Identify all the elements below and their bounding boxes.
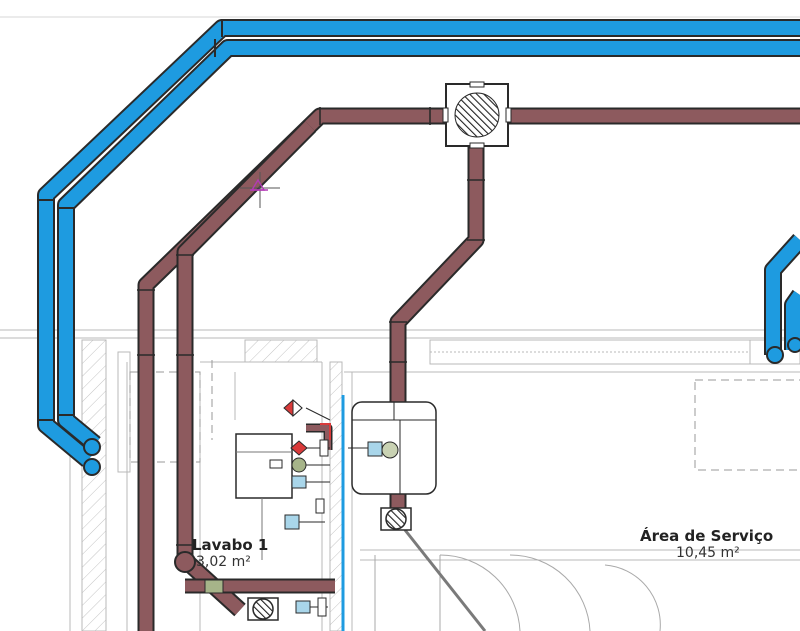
floor-drain-service[interactable] bbox=[380, 507, 412, 531]
floor-drain-icon bbox=[252, 598, 274, 620]
room-label-servico: Área de Serviço 10,45 m² bbox=[640, 527, 790, 561]
inspection-box[interactable] bbox=[442, 81, 512, 149]
drain-grate-icon bbox=[454, 92, 500, 138]
valve-icon bbox=[291, 457, 307, 473]
floor-drain-lavabo[interactable] bbox=[247, 597, 279, 621]
drain-fitting-lavabo[interactable] bbox=[174, 551, 224, 594]
cabinet-outlines bbox=[129, 360, 800, 471]
washing-tank-fixture[interactable] bbox=[348, 401, 437, 495]
guide-line bbox=[403, 529, 487, 631]
room-label-lavabo: Lavabo 1 3,02 m² bbox=[192, 536, 268, 570]
valve-group[interactable] bbox=[269, 398, 331, 617]
door-swings bbox=[374, 554, 661, 631]
floor-drain-icon bbox=[385, 508, 407, 530]
valve-icon bbox=[292, 398, 303, 418]
water-pipes bbox=[37, 19, 800, 631]
room-name-servico: Área de Serviço bbox=[640, 527, 774, 545]
hot-water-stub bbox=[320, 423, 331, 440]
cursor-crosshair-icon bbox=[240, 172, 280, 208]
washbasin-fixture[interactable] bbox=[235, 433, 293, 560]
water-risers bbox=[83, 337, 800, 476]
room-area-lavabo: 3,02 m² bbox=[196, 554, 251, 570]
room-name-lavabo: Lavabo 1 bbox=[192, 536, 269, 554]
valve-icon bbox=[290, 440, 308, 456]
room-area-servico: 10,45 m² bbox=[676, 545, 740, 561]
